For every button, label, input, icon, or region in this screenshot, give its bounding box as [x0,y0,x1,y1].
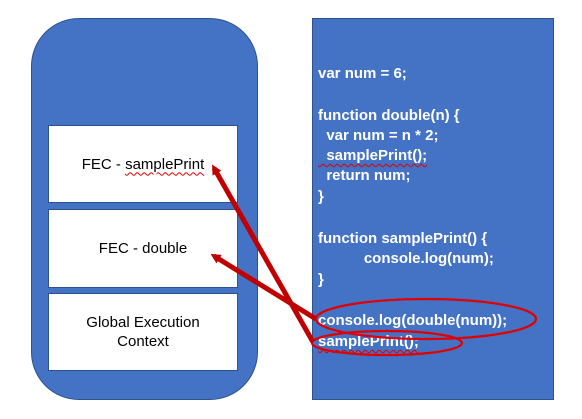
stack-frame-sampleprint: FEC - samplePrint [48,125,238,203]
frame-label-line1: Global Execution [86,314,200,331]
code-line-console-log-double: console.log(double(num)); [318,312,508,329]
code-panel [312,18,554,400]
frame-function-name: double [142,240,188,257]
frame-prefix: FEC - [81,155,121,173]
code-line-var-num-n: var num = n * 2; [318,127,439,144]
code-line-return: return num; [318,167,411,184]
code-line-close-brace: } [318,188,324,205]
code-line-function-double: function double(n) { [318,107,460,124]
stack-frame-global: Global Execution Context [48,293,238,371]
arrow-to-fec-double [210,253,318,322]
code-line-console-log-num: console.log(num); [318,250,494,267]
frame-label-line2: Context [117,333,169,350]
arrow-to-fec-sampleprint [211,164,316,344]
highlight-ellipse-sampleprint-call [310,329,464,357]
code-line-var-num: var num = 6; [318,65,407,82]
frame-prefix: FEC - [98,240,138,257]
code-line-call-sampleprint: samplePrint(); [318,147,428,164]
frame-function-name: samplePrint [125,155,205,173]
code-line-close-brace-2: } [318,271,324,288]
stack-frame-double: FEC - double [48,209,238,288]
code-line-function-sampleprint: function samplePrint() { [318,230,488,247]
